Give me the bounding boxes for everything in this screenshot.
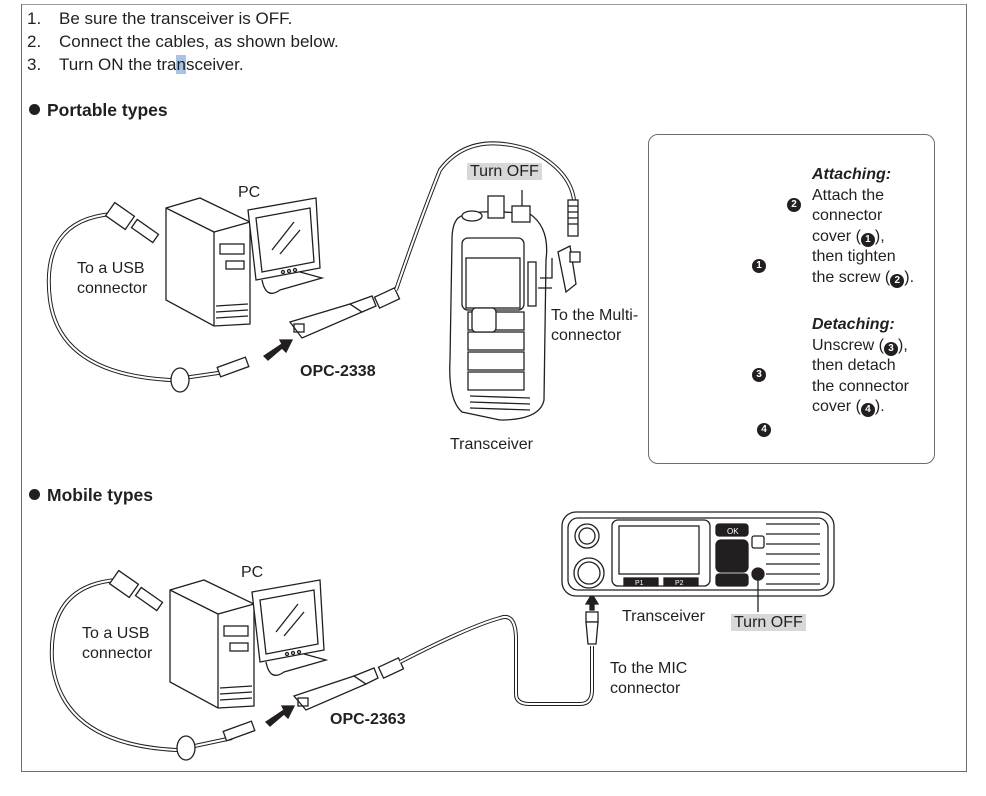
marker-4-icon: 4 <box>757 423 771 437</box>
marker-4-icon: 4 <box>860 403 875 417</box>
pc-monitor-illustration-mobile <box>251 579 329 676</box>
instruction-steps: 1.Be sure the transceiver is OFF. 2.Conn… <box>27 7 339 76</box>
cable-model-opc-2363: OPC-2363 <box>330 711 406 728</box>
attaching-instructions: Attaching: Attach the connector cover (1… <box>812 166 915 288</box>
marker-1-icon: 1 <box>752 259 766 273</box>
portable-types-heading: Portable types <box>29 100 168 121</box>
p2-key-label: P2 <box>675 580 684 587</box>
opc-2338-adapter <box>288 141 576 339</box>
ok-key-label: OK <box>727 527 739 536</box>
marker-3-icon: 3 <box>752 368 766 382</box>
detaching-instructions: Detaching: Unscrew (3), then detach the … <box>812 316 909 417</box>
pc-tower-illustration <box>165 197 251 327</box>
turn-off-label-portable: Turn OFF <box>467 162 542 182</box>
marker-3-icon: 3 <box>884 341 899 356</box>
marker-2-icon: 2 <box>787 198 801 212</box>
mic-connector-label: To the MIC connector <box>610 660 688 697</box>
mobile-transceiver-faceplate <box>561 511 835 612</box>
pc-label-mobile: PC <box>241 564 264 581</box>
multi-connector-label: To the Multi- connector <box>551 307 639 344</box>
pc-label-portable: PC <box>238 184 261 201</box>
page-frame <box>21 4 967 772</box>
cable-model-opc-2338: OPC-2338 <box>300 363 376 380</box>
marker-2-icon: 2 <box>890 273 905 288</box>
connector-cover-inset: 2 1 3 4 Attaching: Attach the connector … <box>648 134 935 464</box>
mobile-types-heading: Mobile types <box>29 485 153 506</box>
step-1: 1.Be sure the transceiver is OFF. <box>27 9 293 28</box>
transceiver-label-portable: Transceiver <box>450 436 533 453</box>
step-3: 3.Turn ON the transceiver. <box>27 55 244 74</box>
usb-connector-label-mobile: To a USB connector <box>82 625 153 662</box>
mic-plug <box>584 592 600 645</box>
turn-off-label-mobile: Turn OFF <box>731 613 806 633</box>
usb-connector-label-portable: To a USB connector <box>77 260 148 297</box>
pc-monitor-illustration <box>247 197 325 294</box>
bullet-icon <box>29 104 40 115</box>
pc-tower-illustration-mobile <box>169 579 255 709</box>
multi-connector-plug <box>538 199 581 294</box>
bullet-icon <box>29 489 40 500</box>
text-cursor-highlight: n <box>176 55 186 74</box>
step-2: 2.Connect the cables, as shown below. <box>27 32 339 51</box>
usb-cable-mobile <box>49 569 296 761</box>
opc-2363-adapter <box>292 615 594 711</box>
p1-key-label: P1 <box>635 580 644 587</box>
marker-1-icon: 1 <box>860 232 875 247</box>
handheld-transceiver-illustration <box>449 190 548 421</box>
transceiver-label-mobile: Transceiver <box>622 608 705 625</box>
usb-cable-portable <box>46 201 294 393</box>
